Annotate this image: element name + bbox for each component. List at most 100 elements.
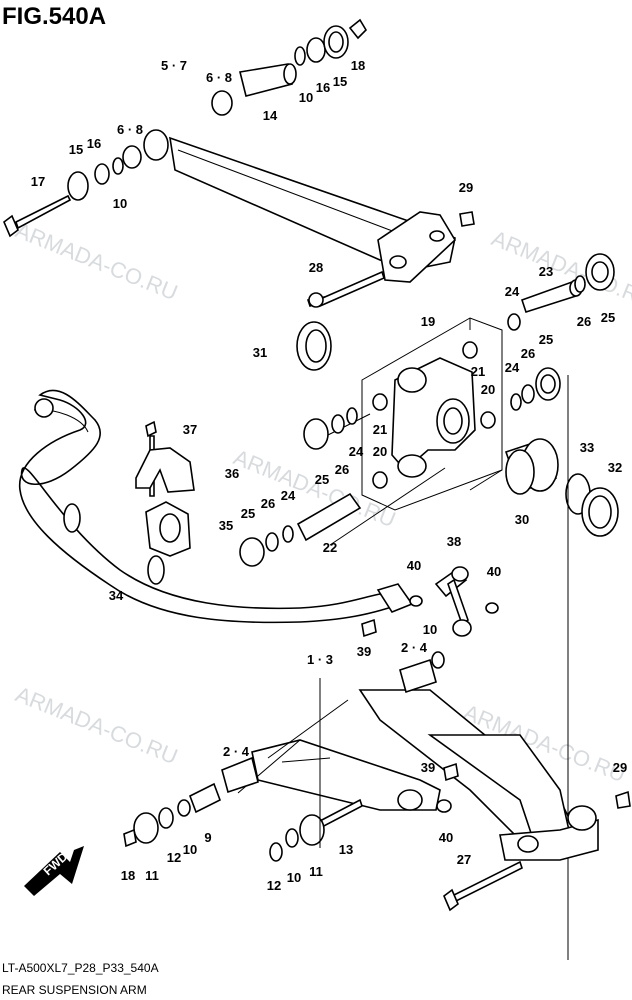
callout-26-a: 26 <box>577 314 591 329</box>
callout-21-b: 21 <box>373 422 387 437</box>
callout-25-a: 25 <box>601 310 615 325</box>
washer-24-left <box>346 407 358 425</box>
callout-33: 33 <box>580 440 594 455</box>
callout-24-d: 24 <box>281 488 296 503</box>
callout-12-a: 12 <box>167 850 181 865</box>
callout-10-b: 10 <box>113 196 127 211</box>
washer-10-e <box>285 828 299 848</box>
callout-40-a: 40 <box>407 558 421 573</box>
pipe-9 <box>188 782 222 814</box>
bolt-37 <box>145 420 157 438</box>
bushing-20-right <box>480 411 496 429</box>
callout-40-c: 40 <box>439 830 453 845</box>
washer-24-upper <box>507 313 521 331</box>
figure-caption: REAR SUSPENSION ARM <box>2 983 147 997</box>
washer-40-lower <box>436 799 452 813</box>
callout-26-b: 26 <box>521 346 535 361</box>
bolt-27 <box>451 860 523 904</box>
bolt-13 <box>317 798 363 830</box>
washer-26-lower <box>265 532 279 552</box>
stabilizer-collar-right <box>147 555 165 585</box>
washer-26-mid <box>521 384 535 404</box>
pipe-22 <box>296 492 362 542</box>
callout-20-b: 20 <box>373 444 387 459</box>
nut-29-lower <box>615 790 631 809</box>
callout-25-b: 25 <box>539 332 553 347</box>
callout-9: 9 <box>204 830 211 845</box>
callout-17: 17 <box>31 174 45 189</box>
washer-26-left <box>331 414 345 434</box>
callout-15-a: 15 <box>333 74 347 89</box>
callout-16-b: 16 <box>87 136 101 151</box>
callout-6-8-b: 6 · 8 <box>117 122 143 137</box>
washer-10-c <box>431 651 445 669</box>
nut-39-upper <box>361 618 377 638</box>
callout-23: 23 <box>539 264 553 279</box>
washer-40-right <box>485 602 499 614</box>
callout-18-a: 18 <box>351 58 365 73</box>
stabilizer-34 <box>19 389 414 624</box>
callout-24-a: 24 <box>505 284 520 299</box>
callout-20-a: 20 <box>481 382 495 397</box>
upper-bushings <box>3 18 475 238</box>
callout-10-d: 10 <box>183 842 197 857</box>
callout-5-7: 5 · 7 <box>161 58 187 73</box>
seal-16-upper <box>306 37 326 63</box>
knuckle-left-parts <box>239 407 362 567</box>
watermark-1: ARMADA-CO.RU <box>12 217 181 305</box>
knuckle-19 <box>317 317 503 546</box>
nut-39-lower <box>443 762 459 782</box>
fwd-arrow: FWD <box>24 846 84 896</box>
callout-11-b: 11 <box>309 864 323 879</box>
seal-12-a <box>158 807 174 829</box>
callout-22: 22 <box>323 540 337 555</box>
bushing-2-4-upper <box>399 658 437 694</box>
stabilizer-collar-left <box>63 503 81 533</box>
callout-40-b: 40 <box>487 564 501 579</box>
callout-2-4-b: 2 · 4 <box>223 744 250 759</box>
washer-24-lower <box>282 525 294 543</box>
callout-10-e: 10 <box>287 870 301 885</box>
pipe-23 <box>520 280 577 314</box>
callout-27: 27 <box>457 852 471 867</box>
callout-37: 37 <box>183 422 197 437</box>
knuckle-right-parts <box>296 253 619 960</box>
callout-18-b: 18 <box>121 868 135 883</box>
callout-21-a: 21 <box>471 364 485 379</box>
callout-1-3: 1 · 3 <box>307 652 333 667</box>
callout-28: 28 <box>309 260 323 275</box>
washer-10-lower <box>112 157 124 175</box>
callout-29-a: 29 <box>459 180 473 195</box>
lower-arm <box>237 689 599 861</box>
callout-6-8-a: 6 · 8 <box>206 70 232 85</box>
callout-32: 32 <box>608 460 622 475</box>
callout-25-d: 25 <box>241 506 255 521</box>
callout-24-c: 24 <box>349 444 364 459</box>
washer-26-upper <box>574 275 586 293</box>
callout-38: 38 <box>447 534 461 549</box>
callout-19: 19 <box>421 314 435 329</box>
callout-11-a: 11 <box>145 868 159 883</box>
stabilizer-bracket <box>135 420 195 557</box>
upper-arm <box>169 136 457 283</box>
callout-36: 36 <box>225 466 239 481</box>
callout-14: 14 <box>263 108 278 123</box>
callout-30: 30 <box>515 512 529 527</box>
callout-34: 34 <box>109 588 124 603</box>
callout-10-c: 10 <box>423 622 437 637</box>
callout-16-a: 16 <box>316 80 330 95</box>
callout-13: 13 <box>339 842 353 857</box>
bushing-2-4-lower <box>221 756 259 794</box>
callout-26-c: 26 <box>335 462 349 477</box>
callout-2-4-a: 2 · 4 <box>401 640 428 655</box>
callout-24-b: 24 <box>505 360 520 375</box>
callout-31: 31 <box>253 345 267 360</box>
nut-18-lower <box>123 828 137 848</box>
bushing-21-right <box>462 341 478 359</box>
figure-title: FIG.540A <box>2 3 106 30</box>
callouts: 5 · 7 6 · 8 10 16 15 18 14 6 · 8 15 16 1… <box>31 58 627 893</box>
washer-24-mid <box>510 393 522 411</box>
seal-16-lower <box>94 163 110 185</box>
cap-11-b <box>299 814 325 846</box>
